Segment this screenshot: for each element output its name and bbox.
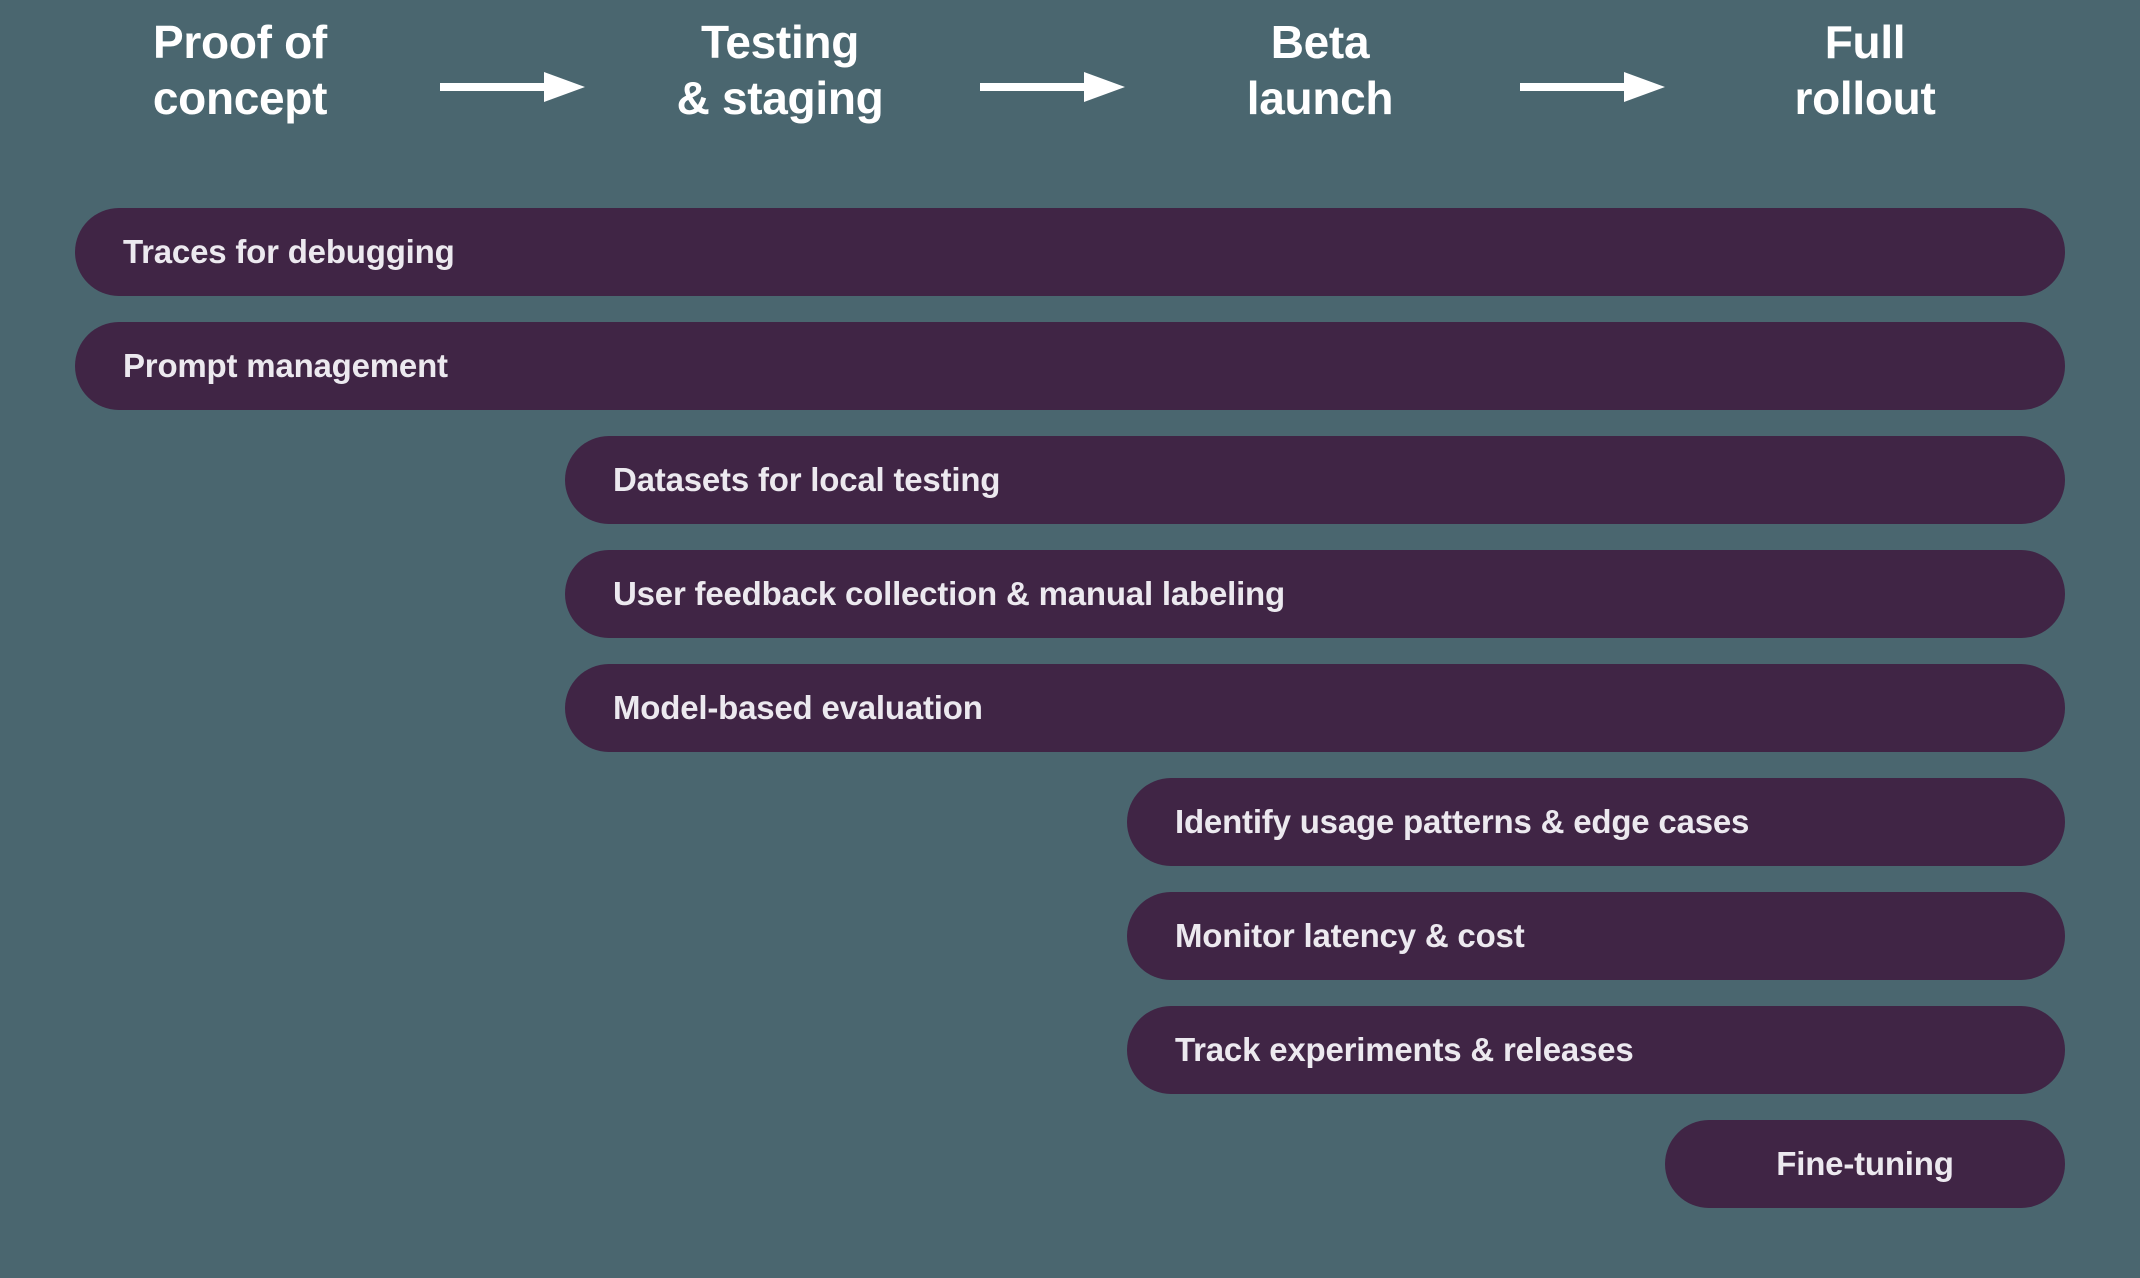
capability-bar-label: Track experiments & releases xyxy=(1175,1031,1634,1068)
stage-label-line1: Beta xyxy=(1270,16,1370,68)
capability-bar[interactable]: Track experiments & releases xyxy=(1127,1006,2065,1094)
capability-bar-label: Fine-tuning xyxy=(1776,1145,1954,1182)
capability-bar[interactable]: Prompt management xyxy=(75,322,2065,410)
capability-bar[interactable]: Datasets for local testing xyxy=(565,436,2065,524)
capability-bar[interactable]: Model-based evaluation xyxy=(565,664,2065,752)
capability-bar-label: Traces for debugging xyxy=(123,233,455,270)
stage-label-line2: & staging xyxy=(676,72,884,125)
capability-bar-label: Monitor latency & cost xyxy=(1175,917,1525,954)
capability-bar[interactable]: Monitor latency & cost xyxy=(1127,892,2065,980)
capability-bar[interactable]: Fine-tuning xyxy=(1665,1120,2065,1208)
capability-bar[interactable]: Identify usage patterns & edge cases xyxy=(1127,778,2065,866)
stage-label-1: Testing& staging xyxy=(600,14,960,126)
stage-label-line1: Full xyxy=(1824,16,1906,68)
capability-bar-label: Model-based evaluation xyxy=(613,689,983,726)
capability-bar[interactable]: Traces for debugging xyxy=(75,208,2065,296)
stage-label-line2: rollout xyxy=(1794,72,1936,125)
capability-bar-label: Datasets for local testing xyxy=(613,461,1001,498)
stage-label-line2: concept xyxy=(152,72,328,125)
capability-bar-label: User feedback collection & manual labeli… xyxy=(613,575,1285,612)
arrow-right-icon xyxy=(980,72,1130,102)
arrow-right-icon xyxy=(440,72,590,102)
stage-label-line1: Testing xyxy=(700,16,860,68)
capability-bar-label: Prompt management xyxy=(123,347,448,384)
capability-bar[interactable]: User feedback collection & manual labeli… xyxy=(565,550,2065,638)
stage-label-line2: launch xyxy=(1246,72,1394,125)
arrow-right-icon xyxy=(1520,72,1670,102)
stage-label-line1: Proof of xyxy=(153,16,327,68)
capability-bar-label: Identify usage patterns & edge cases xyxy=(1175,803,1750,840)
